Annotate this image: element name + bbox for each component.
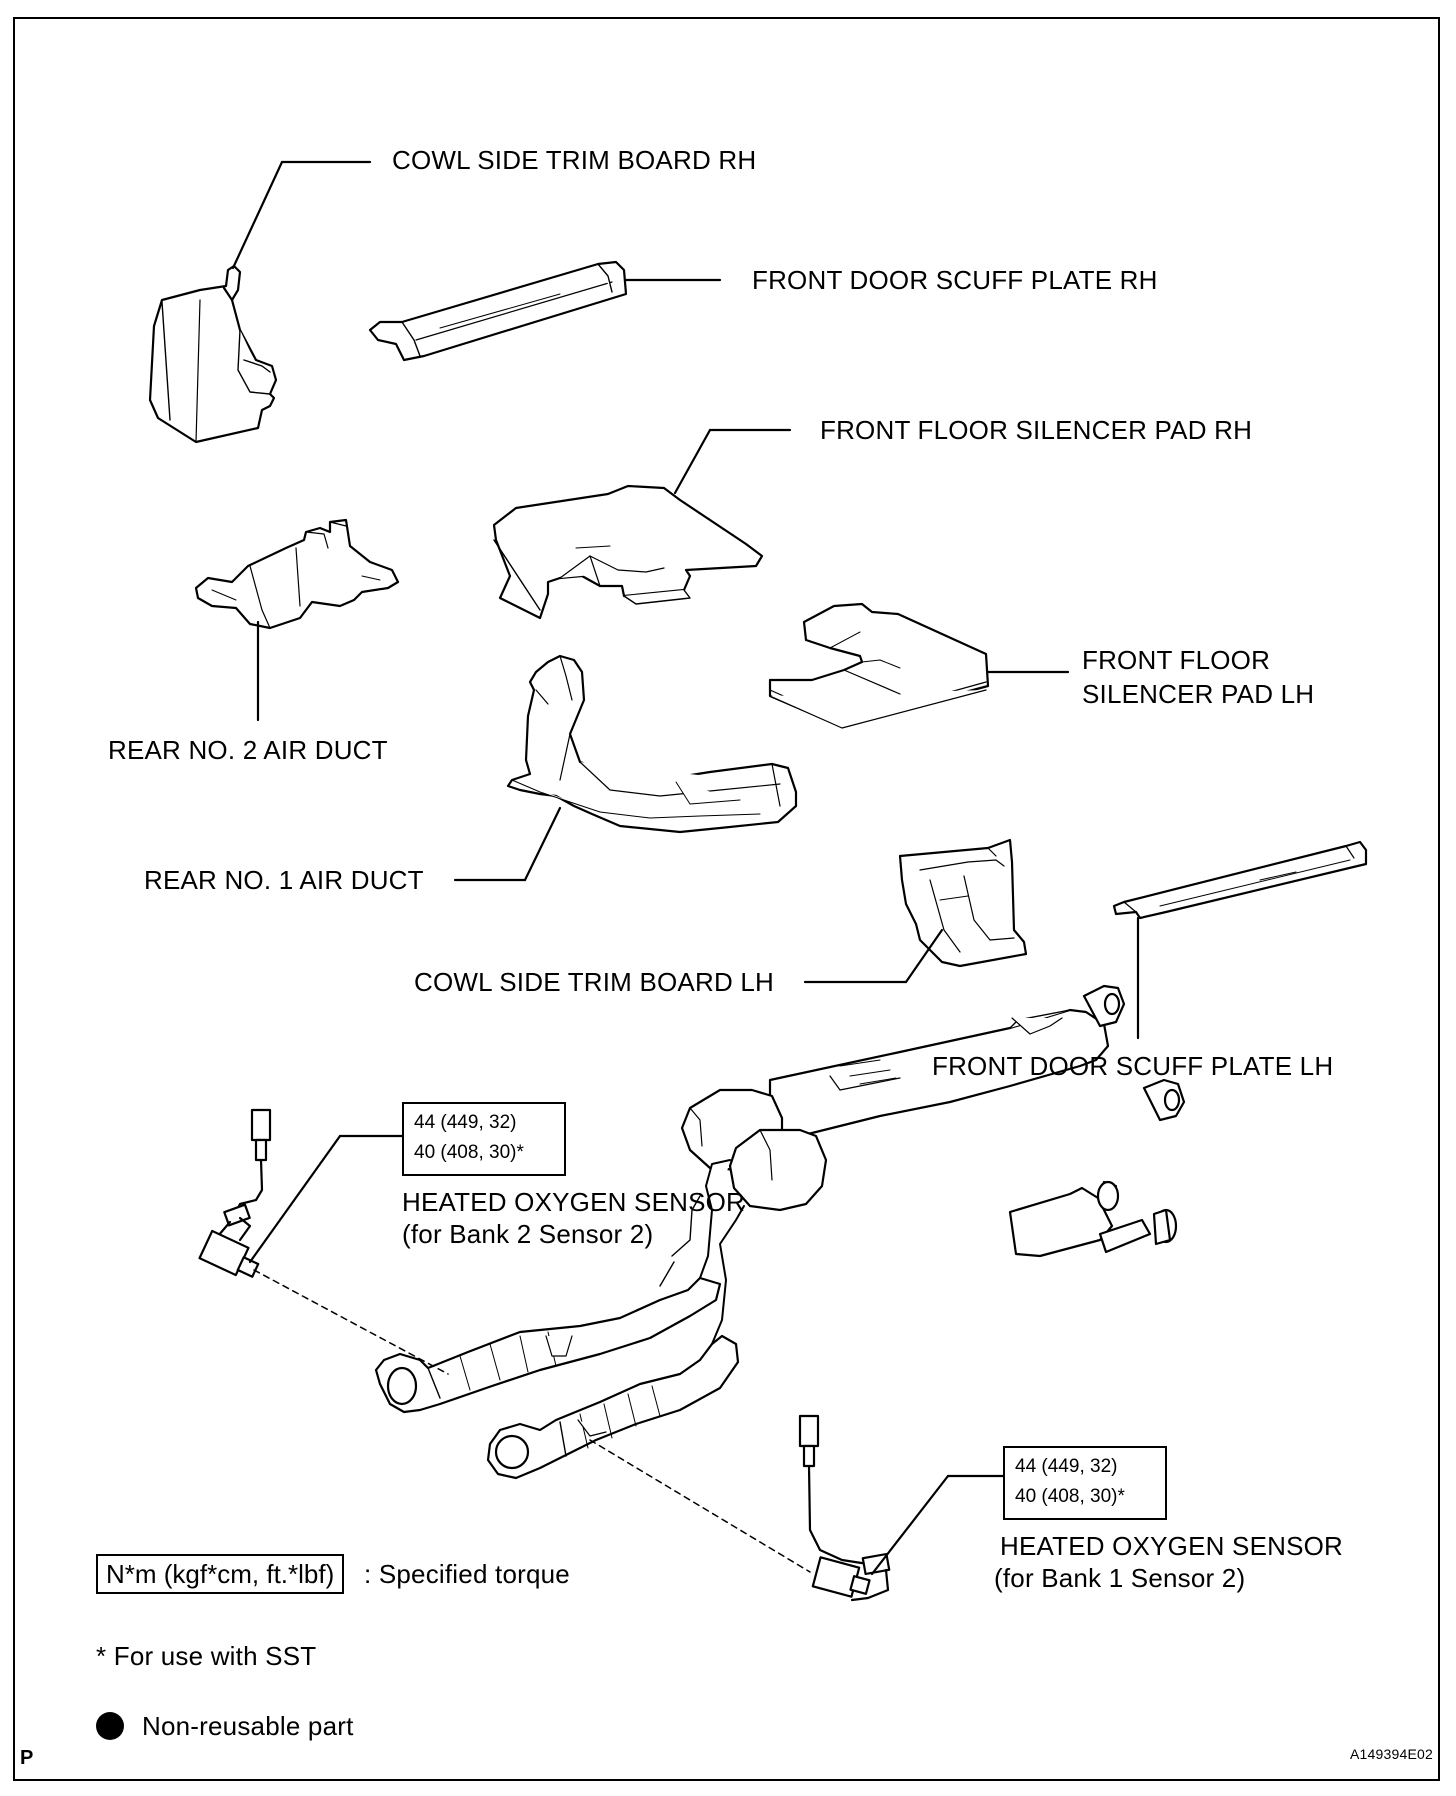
installation-guide-lines [253,1269,811,1573]
torque-value-bank2-standard: 44 (449, 32) [414,1112,517,1133]
rear-no2-air-duct-part [194,518,400,722]
diagram-frame [13,17,1440,1781]
sst-note: * For use with SST [96,1641,317,1671]
label-rear-no1-air-duct: REAR NO. 1 AIR DUCT [144,865,424,895]
torque-spec-box-bank1: 44 (449, 32) 40 (408, 30)* [1003,1446,1167,1520]
torque-value-bank1-standard: 44 (449, 32) [1015,1456,1118,1477]
non-reusable-part-label: Non-reusable part [142,1711,354,1741]
label-rear-no2-air-duct: REAR NO. 2 AIR DUCT [108,735,388,765]
rear-no1-air-duct-part [453,654,798,882]
front-floor-silencer-pad-lh-part [768,602,1070,729]
torque-unit-description: : Specified torque [364,1559,570,1589]
torque-spec-box-bank2: 44 (449, 32) 40 (408, 30)* [402,1102,566,1176]
torque-unit-box: N*m (kgf*cm, ft.*lbf) [96,1554,345,1594]
oxygen-sensor-bank2-part [198,1108,404,1278]
corner-mark: P [20,1747,34,1769]
label-heated-oxygen-sensor-bank2-note: (for Bank 2 Sensor 2) [402,1219,654,1249]
front-door-scuff-plate-lh-part [1112,840,1368,1040]
exhaust-pipe-assembly-part [374,984,1186,1480]
oxygen-sensor-bank1-part [798,1414,1005,1602]
figure-id: A149394E02 [1350,1746,1433,1762]
label-heated-oxygen-sensor-bank1: HEATED OXYGEN SENSOR [1000,1531,1344,1561]
front-floor-silencer-pad-rh-part [492,428,792,620]
non-reusable-part-icon [96,1712,124,1740]
cowl-side-trim-board-rh-part [148,160,372,444]
front-door-scuff-plate-rh-part [368,260,722,362]
label-heated-oxygen-sensor-bank2: HEATED OXYGEN SENSOR [402,1187,746,1217]
label-front-door-scuff-plate-rh: FRONT DOOR SCUFF PLATE RH [752,265,1158,295]
torque-value-bank2-sst: 40 (408, 30)* [414,1142,524,1163]
cowl-side-trim-board-lh-part [803,838,1028,984]
label-heated-oxygen-sensor-bank1-note: (for Bank 1 Sensor 2) [994,1563,1246,1593]
label-front-floor-silencer-pad-rh: FRONT FLOOR SILENCER PAD RH [820,415,1253,445]
label-front-floor-silencer-pad-lh-line2: SILENCER PAD LH [1082,679,1315,709]
label-front-floor-silencer-pad-lh-line1: FRONT FLOOR [1082,645,1271,675]
torque-value-bank1-sst: 40 (408, 30)* [1015,1486,1125,1507]
label-cowl-side-trim-board-lh: COWL SIDE TRIM BOARD LH [414,967,774,997]
label-cowl-side-trim-board-rh: COWL SIDE TRIM BOARD RH [392,145,757,175]
label-front-door-scuff-plate-lh: FRONT DOOR SCUFF PLATE LH [932,1051,1334,1081]
